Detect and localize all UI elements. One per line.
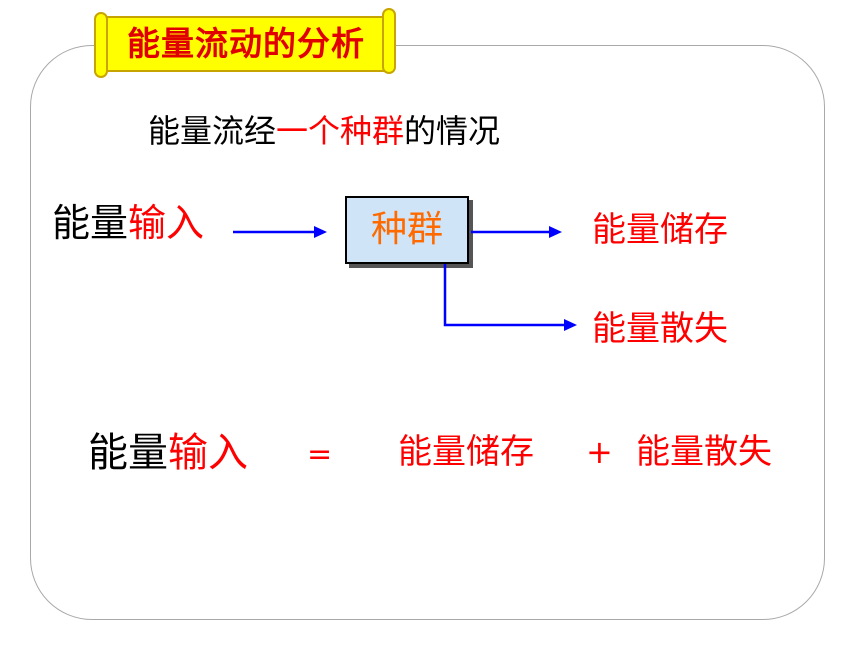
equation-lhs-red: 输入: [168, 430, 248, 476]
loss-arrowhead: [564, 319, 577, 331]
subtitle-highlight: 一个种群: [276, 112, 405, 150]
plus-sign: +: [586, 433, 613, 471]
equation-term-storage: 能量储存: [398, 432, 534, 472]
equation-term-loss: 能量散失: [636, 432, 772, 472]
equation-lhs: 能量输入: [88, 427, 248, 479]
banner-curl-right: [382, 8, 396, 74]
population-box: 种群: [345, 196, 469, 264]
population-box-label: 种群: [370, 209, 443, 250]
banner-curl-left: [94, 12, 108, 78]
content-panel: [30, 45, 825, 620]
subtitle: 能量流经一个种群的情况: [148, 110, 500, 152]
subtitle-prefix: 能量流经: [148, 112, 277, 150]
equation-lhs-black: 能量: [88, 430, 168, 476]
banner-body: [104, 16, 386, 72]
subtitle-suffix: 的情况: [404, 112, 501, 150]
input-label-red: 输入: [128, 201, 205, 245]
title-banner: 能量流动的分析: [94, 8, 396, 80]
storage-arrowhead: [549, 226, 562, 238]
loss-arrow-line: [443, 264, 565, 327]
energy-input-label: 能量输入: [52, 198, 204, 248]
energy-loss-label: 能量散失: [592, 309, 728, 349]
input-label-black: 能量: [52, 201, 129, 245]
page-title: 能量流动的分析: [127, 24, 365, 63]
energy-storage-label: 能量储存: [592, 210, 728, 250]
equals-sign: =: [307, 437, 333, 472]
input-arrowhead: [314, 226, 327, 238]
